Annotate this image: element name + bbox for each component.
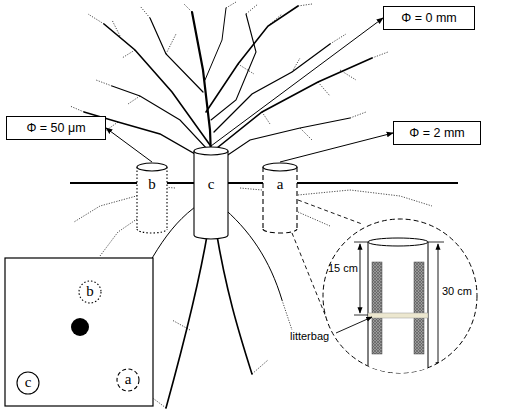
cylinder-outline [193, 146, 229, 240]
dimension-label: 30 cm [442, 285, 472, 297]
cylinder-letter: a [262, 176, 298, 192]
diameter-text: Φ = 50 μm [26, 121, 85, 135]
diameter-box: Φ = 0 mm [383, 6, 475, 30]
cylinder-outline [136, 162, 168, 234]
cylinder-letter: a [116, 371, 140, 387]
diameter-text: Φ = 0 mm [401, 11, 456, 25]
cylinder-letter: c [16, 374, 40, 390]
root-cylinder: a [262, 162, 298, 234]
fine-twigs [70, 2, 388, 140]
cylinder-letter: b [78, 283, 102, 299]
pointer-arrow [280, 133, 393, 162]
dimension-label: 15 cm [328, 262, 358, 274]
cylinder-outline [262, 162, 298, 234]
plan-cylinder: b [78, 280, 102, 304]
pointer-arrow [106, 128, 152, 162]
cylinder-letter: c [193, 176, 229, 192]
root-cylinder: b [136, 162, 168, 234]
litterbag-pointer [336, 317, 372, 333]
tree-position-dot [71, 318, 89, 336]
part-label: litterbag [290, 330, 329, 342]
plan-view-frame [5, 258, 153, 406]
diameter-box: Φ = 50 μm [6, 116, 106, 140]
cylinder-detail [354, 238, 444, 392]
plan-cylinder: c [16, 371, 40, 395]
plan-cylinder: a [116, 368, 140, 392]
cylinder-letter: b [136, 176, 168, 192]
pointer-arrow [211, 18, 383, 146]
diameter-text: Φ = 2 mm [409, 126, 464, 140]
diameter-box: Φ = 2 mm [393, 121, 481, 145]
root-cylinder: c [193, 146, 229, 240]
